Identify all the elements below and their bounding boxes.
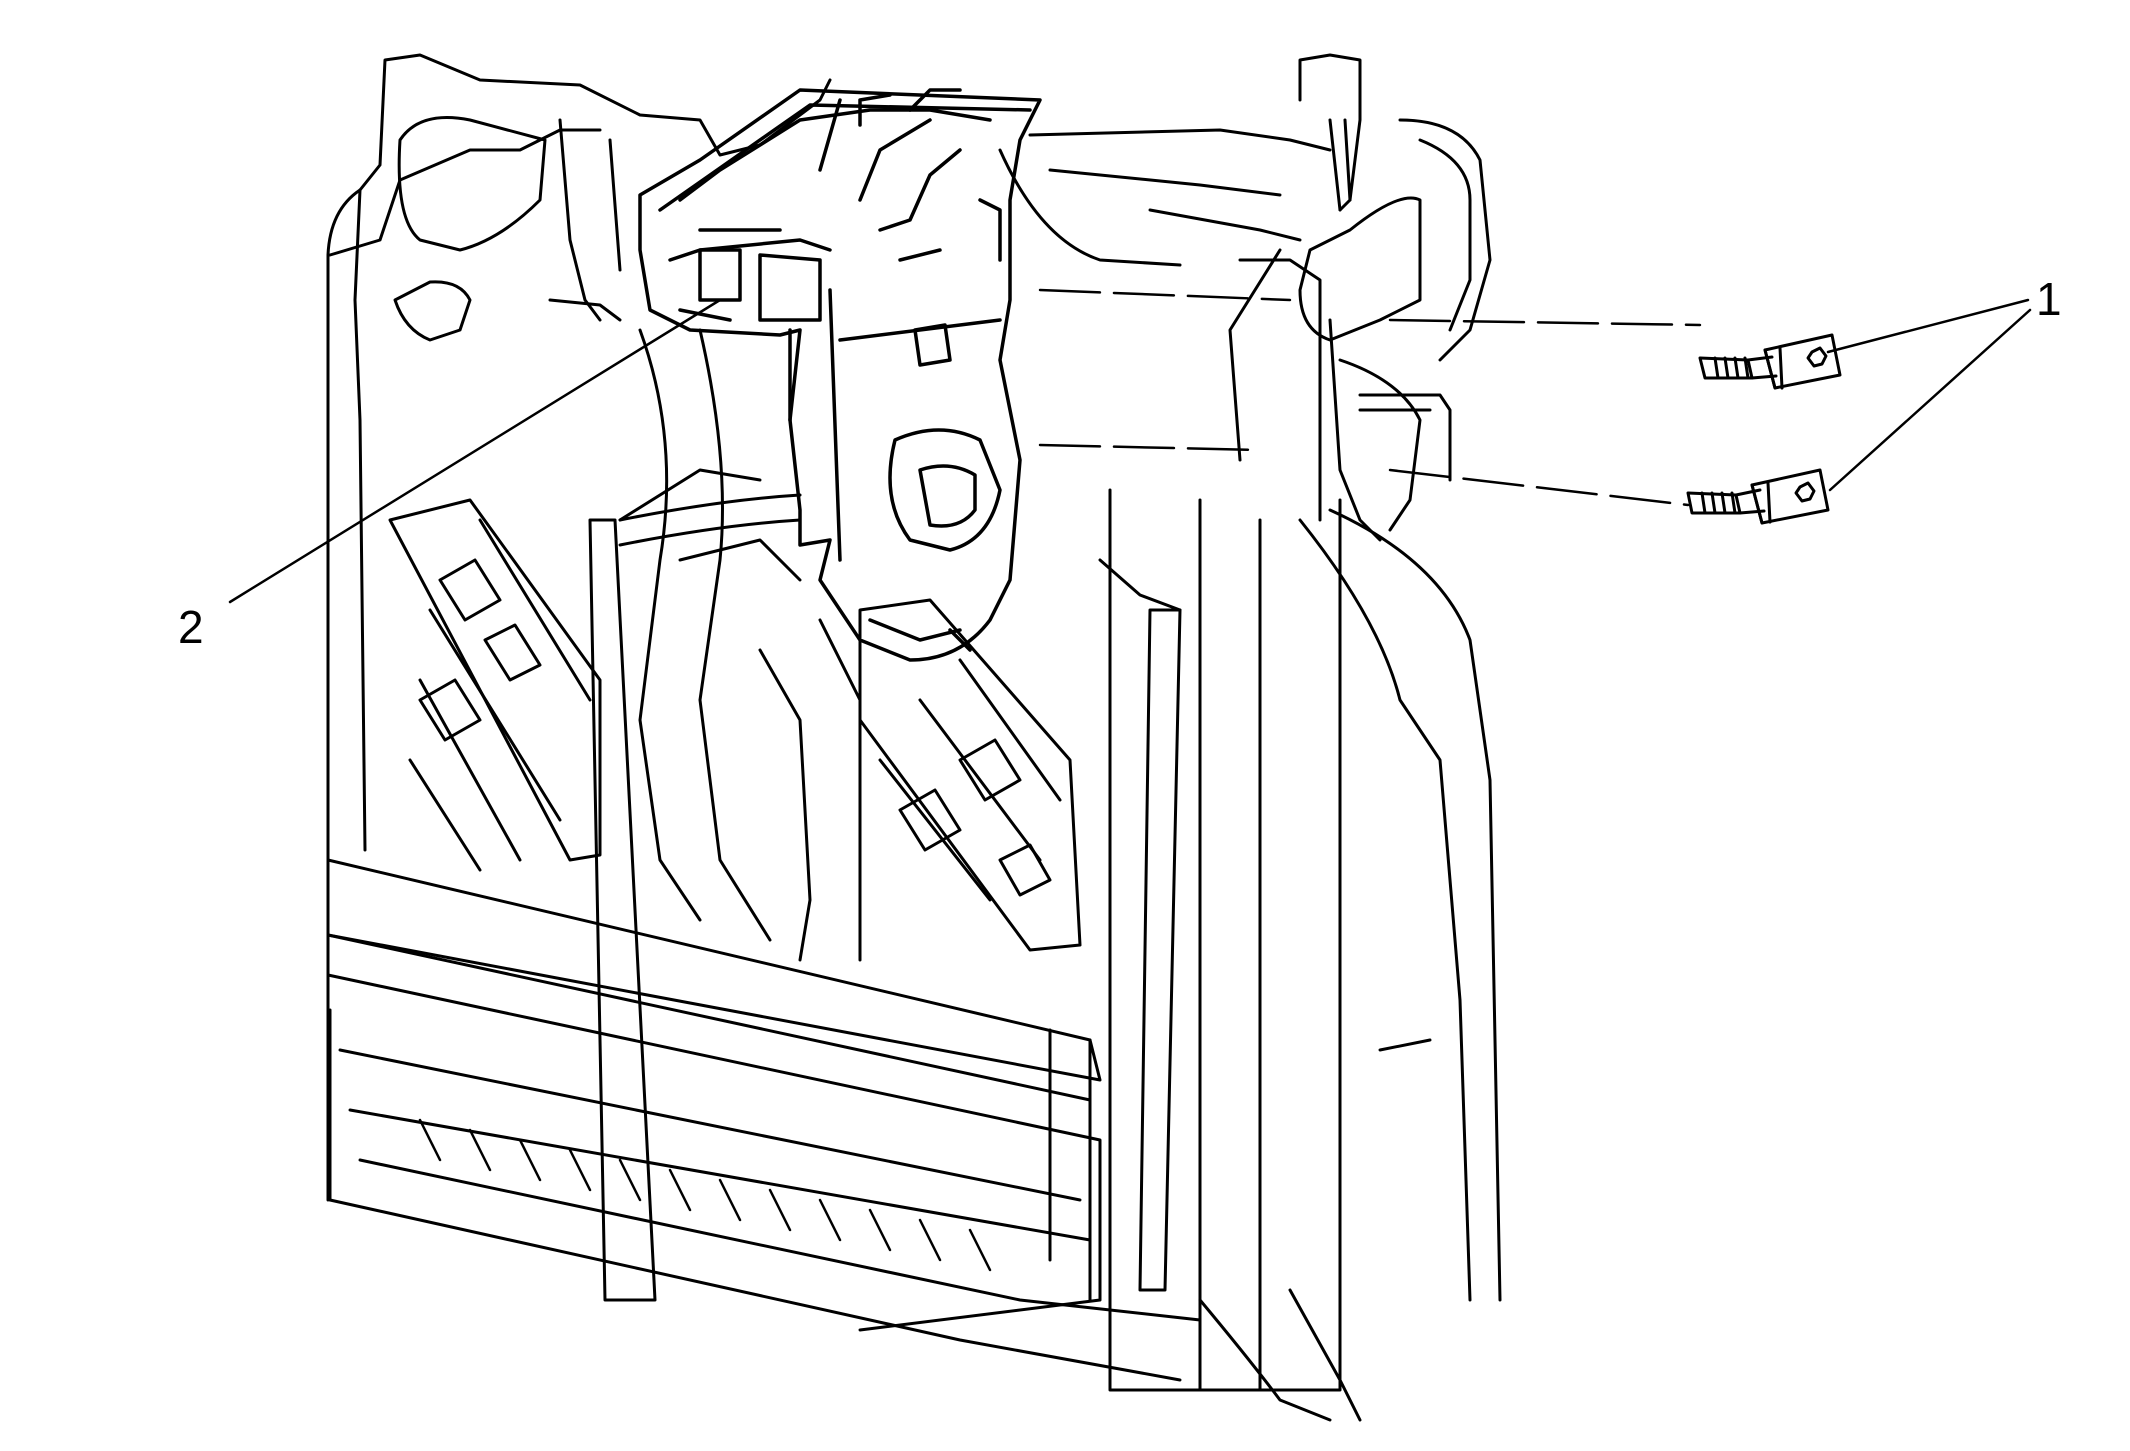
- bolt-lower: [1686, 468, 1830, 525]
- center-channel: [618, 328, 862, 962]
- recliner-mechanism: [638, 88, 1042, 662]
- callout-label-1: 1: [2036, 273, 2062, 325]
- right-side-rail: [1108, 488, 1502, 1422]
- bolt-upper: [1698, 333, 1842, 390]
- center-embossed-panel: [858, 598, 1082, 952]
- right-hinge-bracket: [1228, 53, 1492, 542]
- lower-cross-rails: [326, 858, 1202, 1382]
- bolt-icon: [1806, 346, 1828, 368]
- leader-line-1a: [1826, 298, 2030, 354]
- leader-line-1b: [1828, 308, 2032, 492]
- alignment-lines: [1038, 288, 1702, 507]
- lower-slot-pattern: [418, 1118, 992, 1272]
- left-embossed-panel: [388, 498, 602, 872]
- vertical-straps: [588, 493, 1182, 1302]
- seat-frame: [326, 53, 1332, 1202]
- leader-line-2: [228, 298, 722, 604]
- bolt-icon: [1794, 481, 1816, 503]
- leader-lines: [228, 298, 2032, 604]
- callout-label-2: 2: [178, 601, 204, 653]
